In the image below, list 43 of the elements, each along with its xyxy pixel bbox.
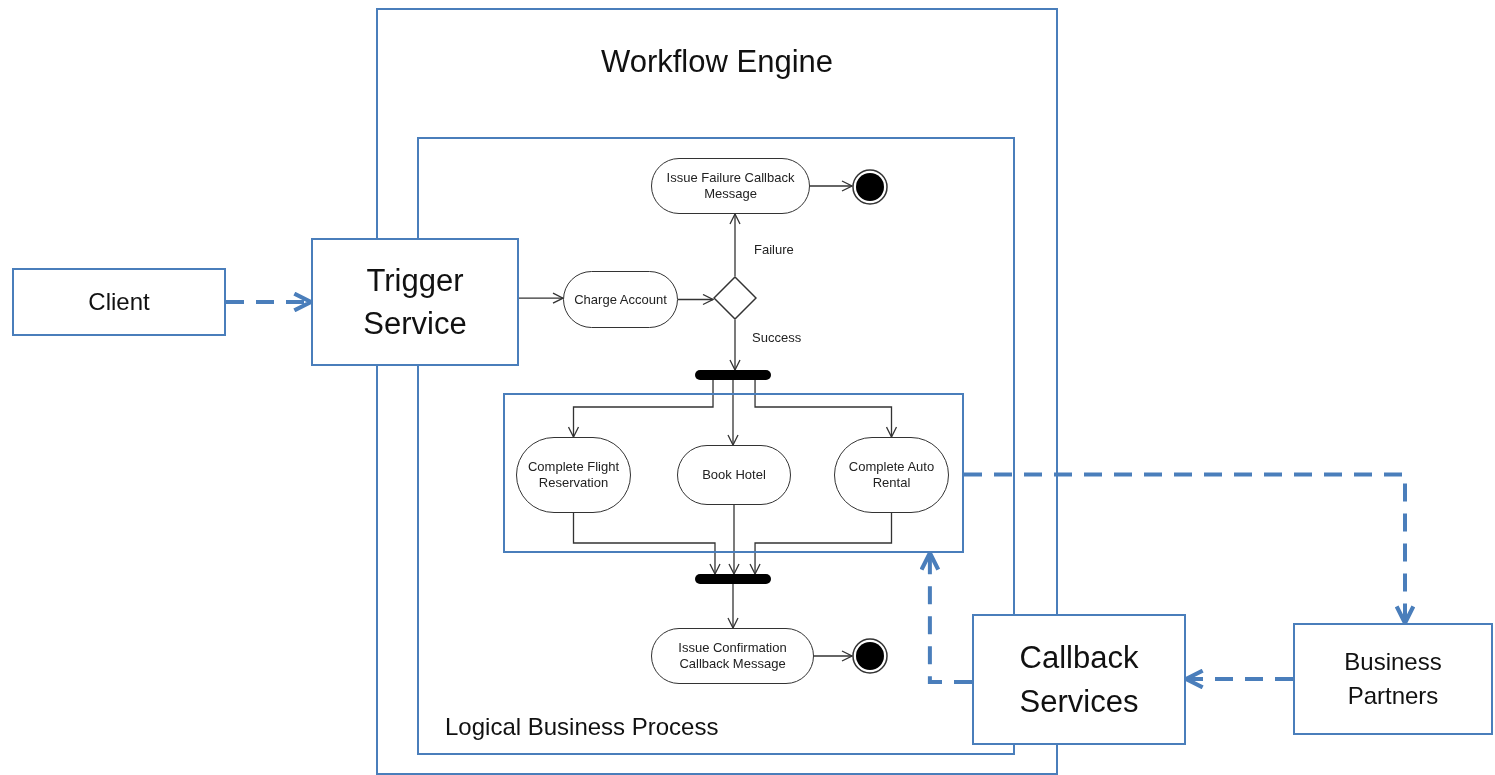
- action-node: [651, 158, 810, 214]
- action-label: Issue Failure Callback Message: [665, 170, 796, 202]
- panel-title: Logical Business Process: [445, 713, 719, 741]
- fork-bar: [695, 370, 771, 380]
- service-box: [972, 614, 1186, 745]
- arrow: [727, 379, 739, 446]
- dashed-arrow: [964, 472, 1416, 626]
- client-box: [12, 268, 226, 336]
- partner-box: [1293, 623, 1493, 735]
- edge-label: Failure: [752, 242, 796, 257]
- arrow: [813, 650, 853, 662]
- arrow: [567, 379, 714, 438]
- arrow: [727, 583, 739, 629]
- box-label: Trigger Service: [362, 261, 468, 343]
- action-label: Complete Auto Rental: [847, 459, 936, 491]
- action-node: [651, 628, 814, 684]
- arrow: [677, 293, 714, 306]
- box-label: Business Partners: [1343, 647, 1443, 711]
- arrow: [754, 379, 898, 438]
- arrow: [809, 180, 853, 192]
- arrow: [729, 319, 741, 371]
- arrow: [728, 504, 740, 575]
- parallel-region-box: [503, 393, 964, 553]
- action-node: [677, 445, 791, 505]
- final-node-circle: [852, 638, 888, 674]
- action-label: Charge Account: [573, 291, 668, 308]
- service-box: [311, 238, 519, 366]
- edge-label: Success: [750, 330, 804, 345]
- arrow: [749, 512, 893, 575]
- arrow: [572, 512, 721, 575]
- arrow: [518, 292, 564, 304]
- box-label: Callback Services: [1018, 639, 1140, 721]
- decision-diamond: [713, 276, 757, 320]
- action-label: Book Hotel: [701, 467, 767, 483]
- final-node-circle: [852, 169, 888, 205]
- join-bar: [695, 574, 771, 584]
- arrow: [729, 213, 741, 277]
- action-node: [563, 271, 678, 328]
- action-label: Issue Confirmation Callback Message: [677, 640, 788, 672]
- dashed-arrow: [919, 550, 972, 685]
- panel-title: Workflow Engine: [600, 44, 834, 80]
- box-label: Client: [88, 287, 150, 318]
- action-label: Complete Flight Reservation: [526, 459, 620, 491]
